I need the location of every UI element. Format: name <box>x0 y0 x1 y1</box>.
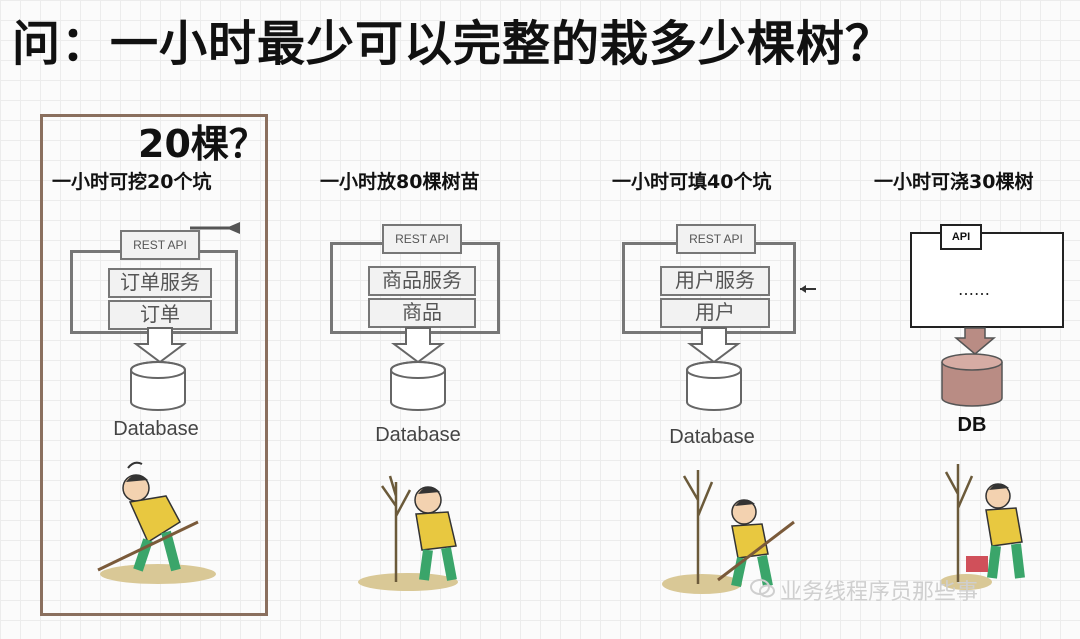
column-2-caption: 一小时放80棵树苗 <box>320 171 480 193</box>
worker-filling-illustration <box>662 470 795 594</box>
database-icon <box>686 361 742 411</box>
database-label: Database <box>669 426 755 448</box>
api-box: API <box>940 224 982 250</box>
data-box: 订单 <box>108 300 212 330</box>
column-4-caption: 一小时可浇30棵树 <box>874 171 1034 193</box>
service-box: 订单服务 <box>108 268 212 298</box>
column-3-caption: 一小时可填40个坑 <box>612 171 772 193</box>
answer-label: 20棵？ <box>138 122 267 166</box>
down-arrow-icon <box>953 327 997 355</box>
database-icon <box>941 353 1003 407</box>
api-box: REST API <box>382 224 462 254</box>
highlight-frame <box>40 114 268 616</box>
down-arrow-icon <box>133 327 187 364</box>
worker-digging-illustration <box>97 461 216 584</box>
api-box: REST API <box>120 230 200 260</box>
database-label: Database <box>113 418 199 440</box>
wechat-icon <box>750 579 775 598</box>
service-container <box>910 232 1064 328</box>
body-ellipsis: …… <box>958 280 990 299</box>
database-icon <box>390 361 446 411</box>
service-box: 用户服务 <box>660 266 770 296</box>
down-arrow-icon <box>391 327 445 364</box>
data-box: 商品 <box>368 298 476 328</box>
service-box: 商品服务 <box>368 266 476 296</box>
database-label: DB <box>957 414 987 436</box>
down-arrow-icon <box>687 327 741 364</box>
api-box: REST API <box>676 224 756 254</box>
database-label: Database <box>375 424 461 446</box>
arrow-left-icon <box>800 285 816 293</box>
worker-planting-illustration <box>358 475 458 591</box>
database-icon <box>130 361 186 411</box>
data-box: 用户 <box>660 298 770 328</box>
worker-watering-illustration <box>940 464 1025 590</box>
column-1-caption: 一小时可挖20个坑 <box>52 171 212 193</box>
incoming-arrow-icon <box>190 222 240 234</box>
watermark: 业务线程序员那些事 <box>780 580 979 605</box>
page-title: 问：一小时最少可以完整的栽多少棵树？ <box>12 16 895 72</box>
